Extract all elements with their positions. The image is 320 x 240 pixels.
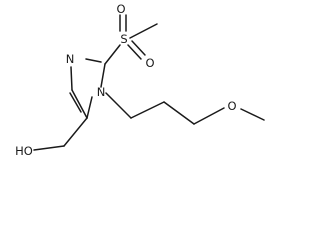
bond-c5-ch2: [63, 117, 88, 147]
bond-s-o-bottom: [127, 44, 142, 60]
bond-c5-c4: [71, 89, 88, 119]
bonds: [33, 14, 265, 151]
bond-c2-s: [104, 44, 121, 65]
atom-s: S: [120, 32, 127, 46]
atom-labels: N N S O O O HO: [15, 2, 236, 158]
bond-c2-n1: [100, 63, 106, 88]
bond-c4-n3: [70, 66, 73, 91]
bond-o-ch3: [240, 108, 265, 121]
bond-n1-c5: [86, 96, 93, 119]
atom-ho: HO: [15, 144, 33, 158]
bond-c5-c4-double: [69, 92, 82, 113]
bond-cb-cc: [163, 101, 195, 125]
bond-n1-ca: [105, 92, 132, 119]
bond-ch2-oh: [33, 145, 65, 151]
atom-n3: N: [66, 52, 75, 66]
atom-n1: N: [97, 85, 106, 99]
bond-n3-c2: [85, 58, 102, 63]
bond-s-o-bottom-2: [131, 40, 146, 56]
structure-diagram: N N S O O O HO: [15, 2, 265, 158]
atom-o-ether: O: [227, 99, 236, 113]
atom-o-sulfonyl-bottom: O: [145, 56, 154, 70]
bond-ca-cb: [130, 101, 165, 119]
bond-cc-o: [193, 107, 225, 125]
atom-o-sulfonyl-top: O: [116, 2, 125, 16]
bond-s-ch3: [129, 23, 158, 39]
